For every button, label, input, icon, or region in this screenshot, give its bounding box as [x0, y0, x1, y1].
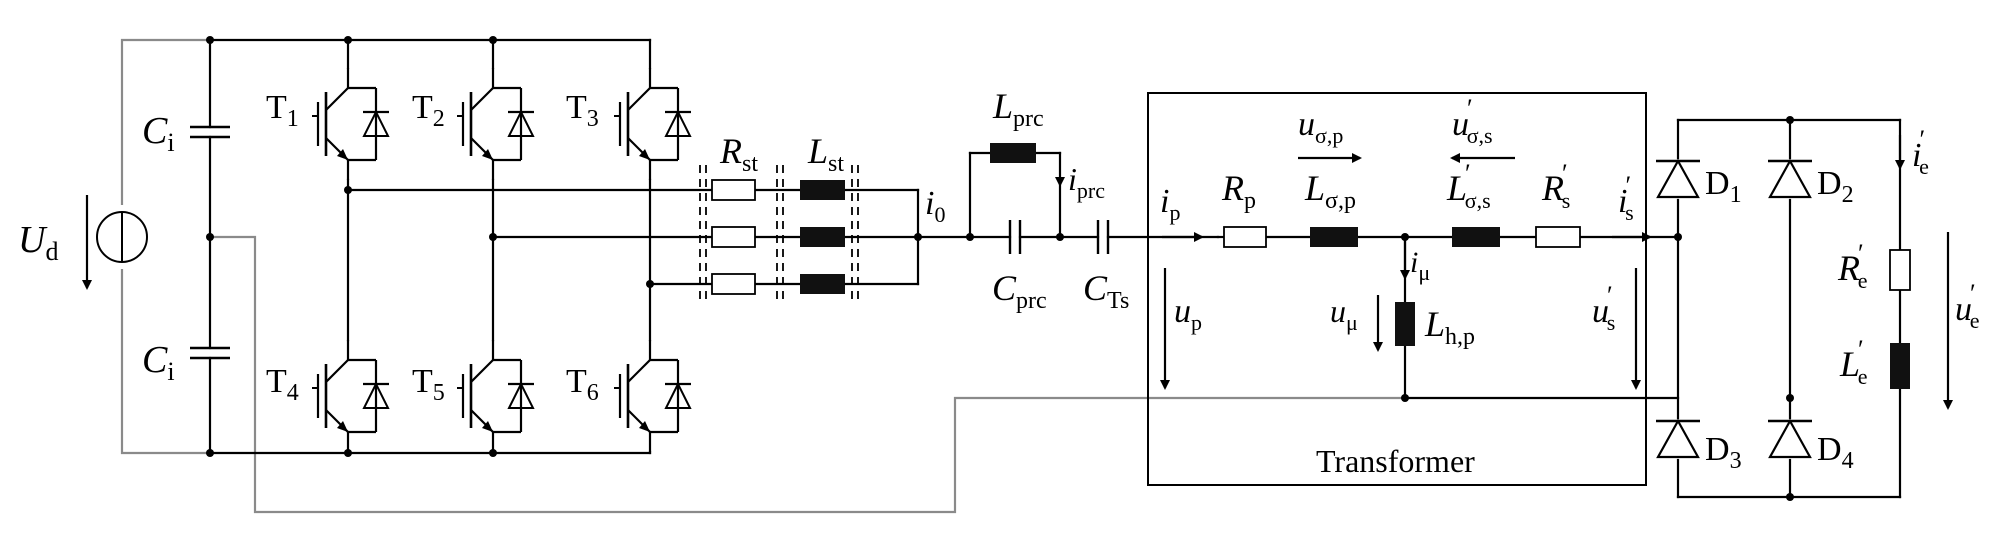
transformer-box: Transformer	[1147, 92, 1647, 486]
switch-t2: T2	[412, 66, 536, 182]
svg-text:Rp: Rp	[1221, 168, 1256, 214]
resonant-inductor: Lprc	[990, 86, 1044, 163]
filter-resistors: Rst	[711, 131, 758, 295]
primary-current: ip	[1160, 183, 1204, 242]
filter-inductors: Lst	[800, 131, 845, 294]
dc-link-capacitor-bottom: Ci	[142, 339, 230, 386]
svg-text:Cprc: Cprc	[992, 268, 1047, 314]
current-i0: i0	[925, 185, 945, 227]
transformer-title: Transformer	[1316, 443, 1475, 479]
svg-text:Lst: Lst	[807, 131, 844, 177]
svg-text:ip: ip	[1160, 183, 1180, 225]
junction-dots	[206, 36, 1794, 501]
filter-dashed-dividers	[699, 165, 859, 305]
svg-text:R′s: R′s	[1541, 159, 1570, 213]
svg-text:L′e: L′e	[1839, 335, 1867, 389]
switch-t4: T4	[266, 338, 391, 454]
svg-text:Lprc: Lprc	[992, 86, 1044, 132]
svg-text:T2: T2	[412, 89, 445, 132]
svg-text:u′e: u′e	[1955, 279, 1979, 333]
switch-t6: T6	[566, 338, 693, 454]
svg-text:Ci: Ci	[142, 110, 175, 157]
svg-text:D4: D4	[1817, 431, 1854, 474]
svg-text:T4: T4	[266, 363, 299, 406]
secondary-voltage: u′s	[1592, 268, 1641, 390]
svg-text:uσ,p: uσ,p	[1298, 106, 1343, 148]
svg-text:iprc: iprc	[1068, 161, 1105, 203]
svg-text:D3: D3	[1705, 431, 1742, 474]
svg-text:i′s: i′s	[1618, 171, 1634, 225]
source-voltage-label: Ud	[18, 219, 58, 266]
load-voltage: u′e	[1943, 232, 1979, 410]
magnetizing-inductor: Lh,p	[1395, 302, 1475, 350]
svg-text:Lσ,p: Lσ,p	[1304, 168, 1356, 214]
svg-text:D1: D1	[1705, 165, 1742, 208]
diode-d3: D3	[1654, 419, 1742, 474]
primary-leakage-voltage: uσ,p	[1298, 106, 1362, 163]
svg-text:u′s: u′s	[1592, 281, 1615, 335]
svg-text:Lh,p: Lh,p	[1424, 304, 1475, 350]
diode-d4: D4	[1766, 419, 1854, 474]
dc-source: Ud	[18, 195, 148, 290]
secondary-leakage-inductor: L′σ,s	[1446, 159, 1500, 247]
switch-t1: T1	[266, 66, 391, 182]
svg-text:i′e: i′e	[1912, 125, 1929, 179]
resonant-current: iprc	[1055, 155, 1105, 203]
load-current: i′e	[1895, 125, 1929, 179]
svg-text:Ci: Ci	[142, 339, 175, 386]
svg-text:L′σ,s: L′σ,s	[1446, 159, 1491, 213]
series-capacitor: CTs	[1083, 220, 1129, 314]
diode-d1: D1	[1654, 159, 1742, 208]
secondary-current: i′s	[1612, 171, 1652, 242]
svg-text:CTs: CTs	[1083, 268, 1129, 314]
load-resistor: R′e	[1837, 239, 1911, 293]
primary-leakage-inductor: Lσ,p	[1304, 168, 1358, 247]
switch-t5: T5	[412, 338, 536, 454]
svg-text:uμ: uμ	[1330, 293, 1358, 335]
svg-text:iμ: iμ	[1410, 246, 1430, 285]
switch-t3: T3	[566, 66, 693, 182]
wiring	[120, 38, 1902, 514]
svg-text:u′σ,s: u′σ,s	[1452, 94, 1493, 148]
svg-text:Rst: Rst	[719, 131, 758, 177]
svg-text:i0: i0	[925, 185, 945, 227]
secondary-leakage-voltage: u′σ,s	[1450, 94, 1515, 163]
svg-text:T5: T5	[412, 363, 445, 406]
primary-voltage: up	[1160, 268, 1202, 390]
magnetizing-voltage: uμ	[1330, 293, 1383, 352]
svg-text:R′e: R′e	[1837, 239, 1867, 293]
svg-text:up: up	[1174, 293, 1202, 335]
load-inductor: L′e	[1839, 335, 1910, 389]
diode-d2: D2	[1766, 159, 1854, 208]
svg-text:D2: D2	[1817, 165, 1854, 208]
secondary-resistor: R′s	[1535, 159, 1581, 248]
magnetizing-current: iμ	[1400, 240, 1430, 285]
svg-text:T6: T6	[566, 363, 599, 406]
primary-resistor: Rp	[1221, 168, 1267, 248]
svg-text:T1: T1	[266, 89, 299, 132]
svg-text:T3: T3	[566, 89, 599, 132]
resonant-capacitor: Cprc	[992, 220, 1047, 314]
dc-link-capacitor-top: Ci	[142, 110, 230, 157]
